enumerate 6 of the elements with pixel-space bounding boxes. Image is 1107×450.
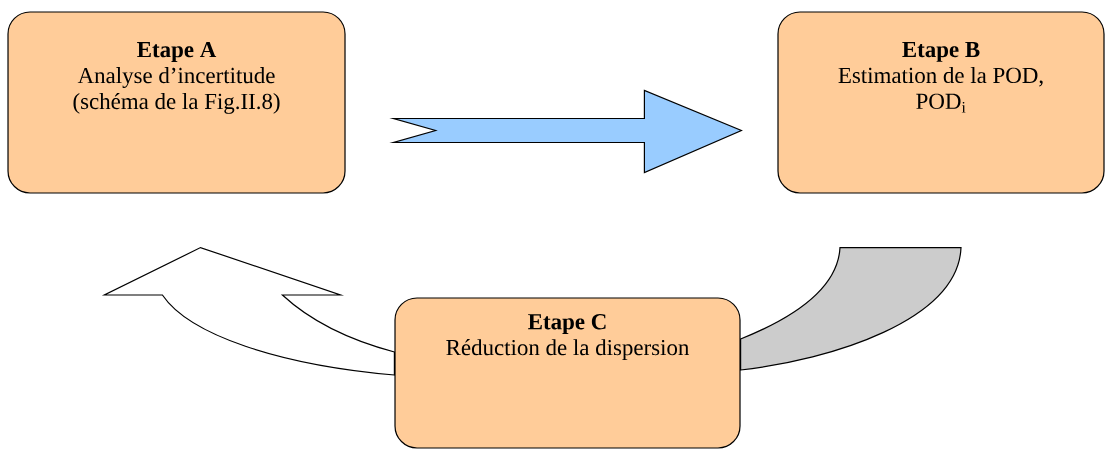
curved-band [740,247,962,371]
curved-arrow [103,247,395,376]
step-box: Etape C Réduction de la dispersion [394,297,741,449]
step-box: Etape B Estimation de la POD, POD$_{i}$ [777,11,1105,194]
block-arrow [389,89,743,174]
step-box: Etape A Analyse d’incertitude (schéma de la Fig.II.8) [7,11,346,194]
